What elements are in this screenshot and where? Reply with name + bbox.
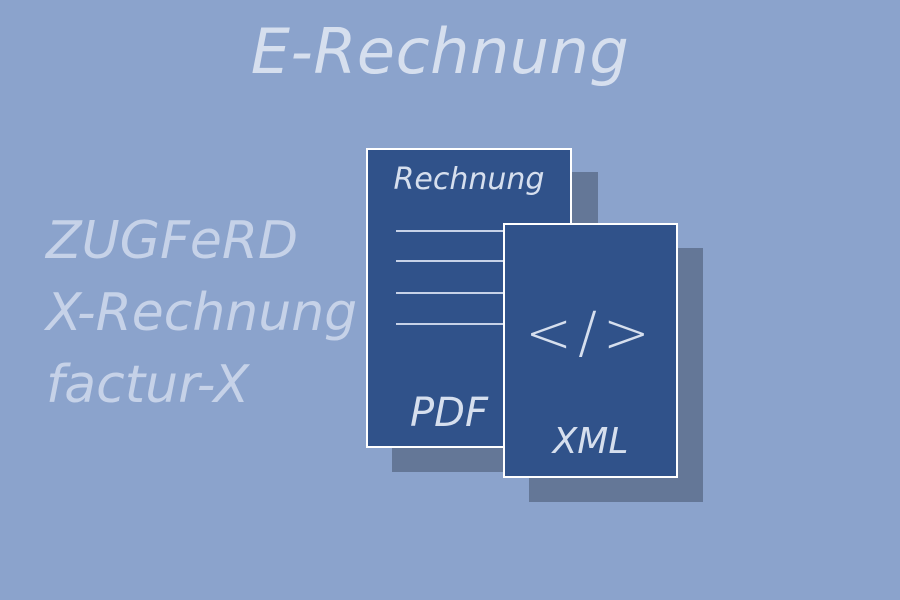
- pdf-document-heading: Rechnung: [393, 162, 545, 197]
- text-line: [396, 260, 506, 262]
- format-item-zugferd: ZUGFeRD: [46, 211, 299, 271]
- format-list: ZUGFeRD X-Rechnung factur-X: [46, 205, 357, 421]
- text-line: [396, 292, 506, 294]
- format-item-factur-x: factur-X: [46, 355, 250, 415]
- xml-document-icon: </> XML: [503, 223, 678, 478]
- page-title: E-Rechnung: [250, 15, 630, 88]
- xml-label: XML: [552, 421, 629, 462]
- pdf-label: PDF: [410, 390, 488, 436]
- code-icon: </>: [525, 301, 656, 366]
- text-line: [396, 230, 506, 232]
- text-line: [396, 323, 506, 325]
- format-item-x-rechnung: X-Rechnung: [46, 283, 358, 343]
